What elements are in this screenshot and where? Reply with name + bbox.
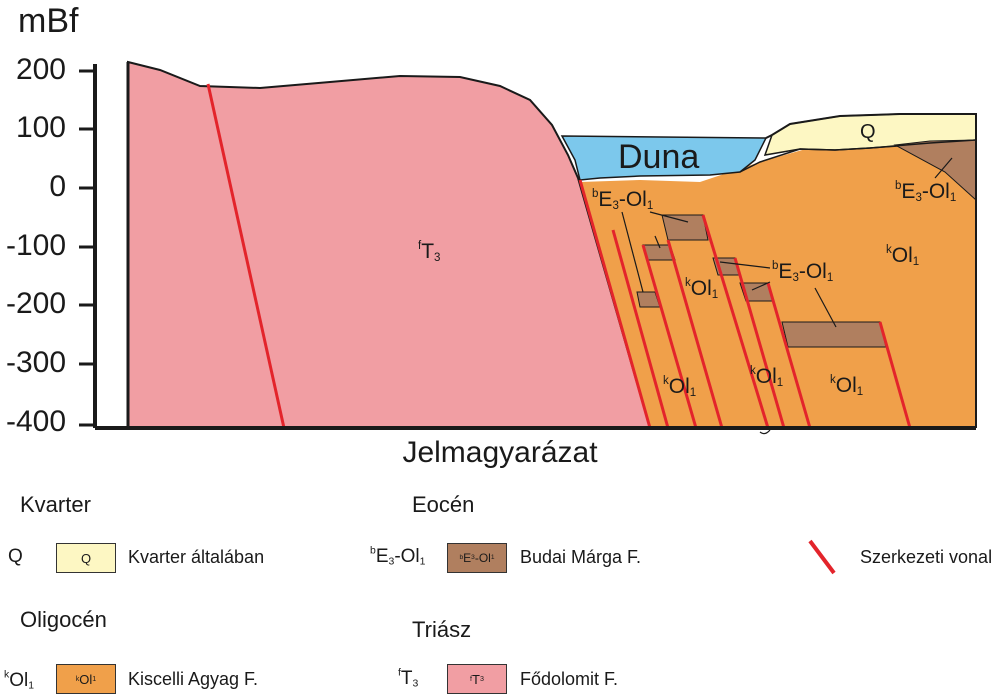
quaternary-map-label: Q bbox=[860, 121, 876, 143]
marl-sliver bbox=[781, 321, 887, 348]
legend-label-marl: Budai Márga F. bbox=[520, 547, 642, 567]
y-tick-marks bbox=[79, 69, 95, 427]
legend-label-quaternary: Kvarter általában bbox=[128, 547, 265, 567]
danube-river-area bbox=[560, 135, 768, 181]
clay-map-label: kOl1 bbox=[886, 243, 920, 268]
y-tick-label: -400 bbox=[5, 405, 66, 438]
clay-map-label: kOl1 bbox=[750, 364, 784, 389]
legend-heading-triassic: Triász bbox=[412, 617, 472, 642]
clay-unit-area bbox=[580, 135, 976, 428]
legend-symbol-quaternary: Q bbox=[8, 546, 23, 567]
label-leader-lines bbox=[621, 157, 953, 328]
danube-label: Duna bbox=[618, 138, 700, 176]
legend-fault-symbol bbox=[808, 539, 836, 575]
clay-map-label: kOl1 bbox=[830, 373, 864, 398]
legend-label-fault: Szerkezeti vonal bbox=[860, 547, 993, 567]
legend-title: Jelmagyarázat bbox=[402, 436, 598, 469]
ground-surface-line bbox=[739, 139, 977, 173]
marl-map-label: bE3-Ol1 bbox=[772, 259, 834, 284]
fault-line bbox=[701, 214, 770, 429]
marl-map-label: bE3-Ol1 bbox=[592, 187, 654, 212]
clay-map-label: kOl1 bbox=[663, 374, 697, 399]
marl-map-label: bE3-Ol1 bbox=[895, 179, 957, 204]
fault-line bbox=[578, 179, 652, 429]
fault-line bbox=[878, 321, 912, 429]
fault-line bbox=[666, 239, 724, 429]
dolomite-map-label: fT3 bbox=[418, 239, 441, 264]
geological-cross-section bbox=[79, 60, 977, 435]
y-tick-label: -200 bbox=[5, 287, 66, 320]
legend-symbol-dolomite: fT3 bbox=[398, 667, 419, 690]
y-tick-label: -100 bbox=[5, 229, 66, 262]
legend-heading-oligocene: Oligocén bbox=[20, 607, 107, 632]
y-axis-title: mBf bbox=[18, 2, 79, 40]
fault-line bbox=[611, 229, 670, 429]
legend-heading-quaternary: Kvarter bbox=[20, 492, 91, 517]
legend-label-dolomite: Fődolomit F. bbox=[520, 669, 619, 689]
clay-map-label: kOl1 bbox=[685, 276, 719, 301]
fault-line bbox=[206, 83, 286, 429]
legend-label-clay: Kiscelli Agyag F. bbox=[128, 669, 259, 689]
fault-lines bbox=[206, 83, 912, 429]
y-tick-label: -300 bbox=[5, 346, 66, 379]
section-outline bbox=[765, 113, 977, 428]
legend-symbol-marl: bE3-Ol1 bbox=[370, 545, 426, 568]
dolomite-unit-area bbox=[127, 60, 652, 429]
marl-sliver bbox=[661, 214, 709, 241]
y-tick-label: 100 bbox=[15, 111, 66, 144]
fault-line bbox=[733, 257, 786, 429]
legend-swatch-quaternary: Q bbox=[56, 543, 116, 573]
y-tick-label: 200 bbox=[15, 53, 66, 86]
legend-heading-eocene: Eocén bbox=[412, 492, 475, 517]
fault-line bbox=[766, 282, 812, 429]
fault-line bbox=[641, 244, 698, 429]
legend-symbol-clay: kOl1 bbox=[4, 669, 35, 692]
y-tick-label: 0 bbox=[49, 170, 66, 203]
